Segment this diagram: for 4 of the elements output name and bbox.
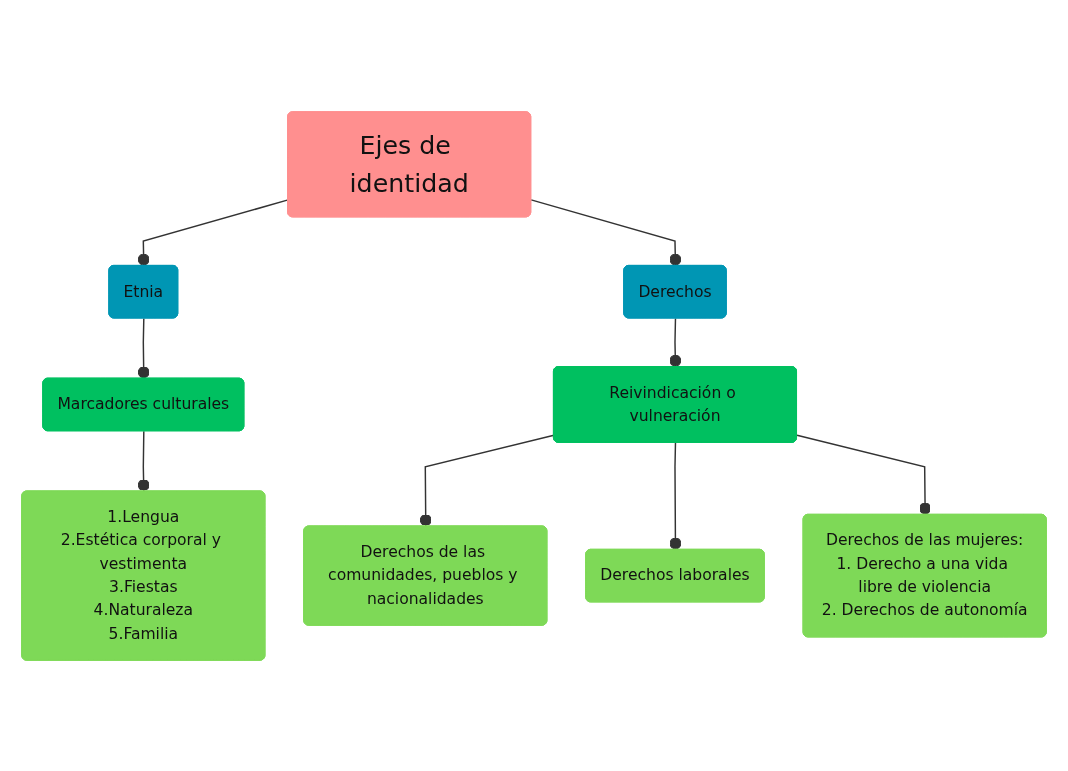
connector [137, 429, 150, 492]
connector [419, 434, 555, 527]
connector [137, 317, 150, 379]
connector [669, 317, 682, 368]
